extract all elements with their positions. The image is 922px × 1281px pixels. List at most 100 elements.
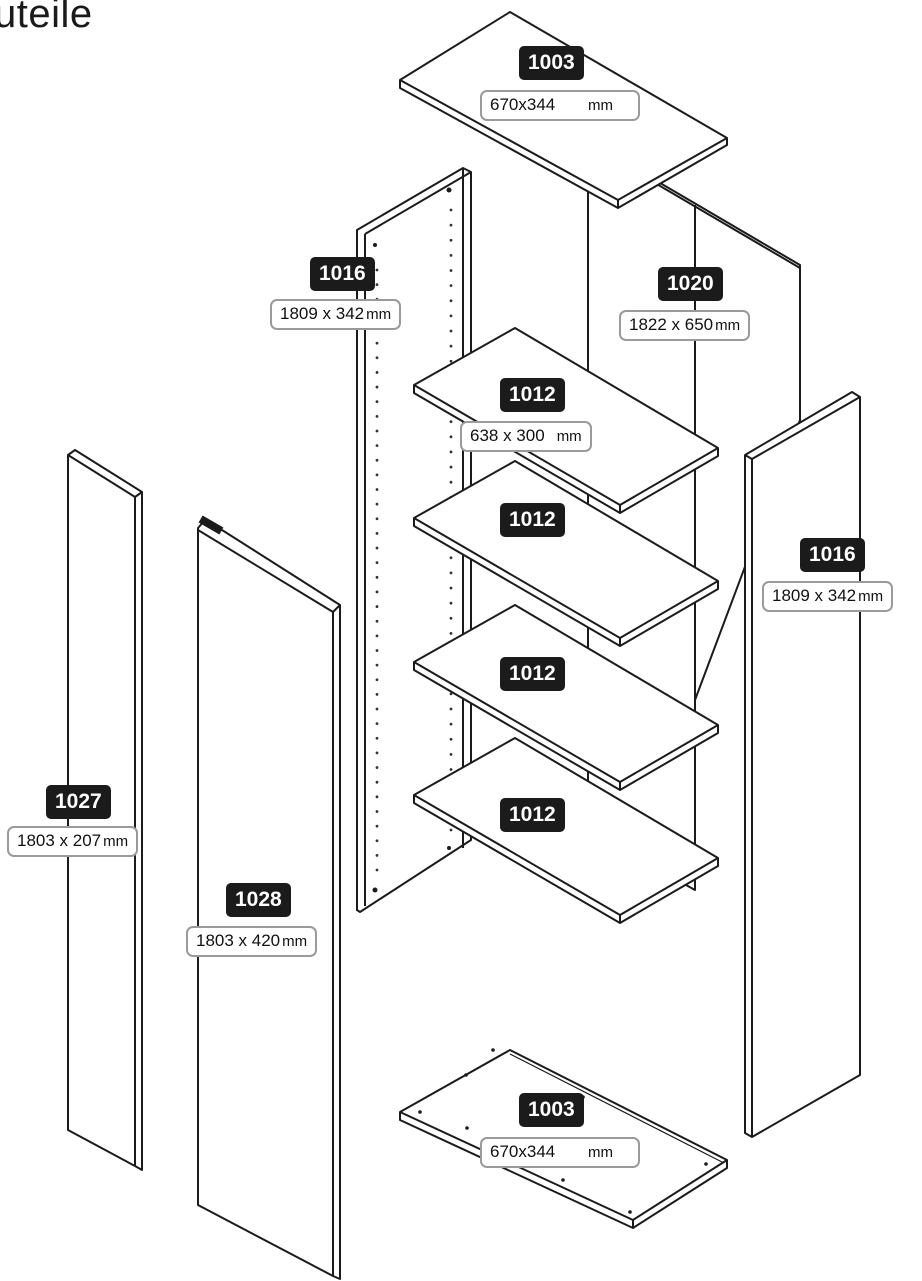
dimension-unit: mm	[858, 588, 884, 605]
pin-hole	[375, 458, 379, 462]
part-code-badge: 1003	[519, 1093, 584, 1127]
pin-hole	[449, 359, 453, 363]
pin-hole	[375, 605, 379, 608]
pin-hole	[375, 414, 379, 418]
pin-hole	[375, 473, 379, 477]
pin-hole	[375, 532, 379, 535]
shelf-2-shape	[413, 460, 719, 647]
pin-hole	[375, 546, 379, 550]
dowel-holes-left-column	[372, 187, 452, 893]
pin-hole	[375, 824, 379, 828]
pin-hole	[449, 722, 453, 726]
pin-hole	[375, 795, 379, 799]
part-code-badge: 1020	[658, 267, 723, 301]
pin-hole	[375, 722, 379, 726]
pin-hole	[375, 268, 379, 272]
pin-hole	[449, 480, 453, 484]
pin-hole	[449, 269, 453, 272]
part-code-badge: 1012	[500, 657, 565, 691]
part-dimension-label: 638 x 300 mm	[460, 421, 592, 452]
dimension-value: 1809 x 342	[280, 304, 365, 323]
pin-hole	[449, 632, 453, 635]
pin-hole	[375, 341, 379, 345]
pin-hole	[449, 752, 453, 756]
pin-hole	[375, 488, 379, 491]
pin-hole	[375, 517, 379, 521]
pin-hole	[449, 284, 453, 288]
pin-hole	[375, 780, 379, 784]
pin-hole	[449, 253, 453, 257]
part-code-badge: 1028	[226, 883, 291, 917]
pin-hole	[375, 575, 379, 579]
pin-hole	[449, 420, 453, 424]
pin-hole	[375, 810, 379, 813]
pin-hole	[449, 692, 453, 696]
part-code-badge: 1012	[500, 378, 565, 412]
pin-hole	[375, 400, 379, 404]
dimension-value: 638 x 300	[470, 426, 545, 445]
pin-hole	[375, 839, 379, 843]
dimension-unit: mm	[103, 833, 129, 850]
pin-hole	[375, 590, 379, 594]
pin-hole	[375, 649, 379, 652]
page-heading: uteile	[0, 0, 93, 36]
shelf-4-shape	[413, 737, 719, 924]
pin-hole	[449, 329, 453, 333]
pin-hole	[375, 663, 379, 667]
dimension-value: 670x344	[490, 1142, 556, 1161]
part-dimension-label: 670x344 mm	[480, 90, 640, 121]
pin-hole	[375, 444, 379, 448]
pin-hole	[375, 429, 379, 433]
dimension-value: 1803 x 420	[196, 931, 281, 950]
dimension-value: 1803 x 207	[17, 831, 102, 850]
pin-hole	[375, 283, 379, 287]
pin-hole	[449, 450, 453, 454]
dimension-unit: mm	[366, 306, 392, 323]
pin-hole	[375, 619, 379, 623]
part-code-badge: 1016	[310, 257, 375, 291]
pin-hole	[375, 766, 379, 769]
pin-hole	[375, 853, 379, 857]
dimension-unit: mm	[282, 933, 308, 950]
pin-hole	[375, 736, 379, 740]
pin-hole	[449, 435, 453, 439]
part-code-badge: 1016	[800, 538, 865, 572]
pin-hole	[449, 299, 453, 303]
pin-hole	[449, 828, 453, 832]
dimension-unit: mm	[587, 1144, 613, 1161]
pin-hole	[375, 385, 379, 389]
pin-hole	[449, 314, 453, 318]
pin-hole	[449, 344, 453, 348]
part-code-badge: 1003	[519, 46, 584, 80]
pin-hole	[375, 707, 379, 711]
part-code-badge: 1027	[46, 785, 111, 819]
part-dimension-label: 670x344 mm	[480, 1137, 640, 1168]
part-code-badge: 1012	[500, 503, 565, 537]
shelf-3-shape	[413, 604, 719, 791]
dimension-value: 1822 x 650	[629, 315, 714, 334]
pin-hole	[375, 692, 379, 696]
pin-hole	[449, 586, 453, 590]
pin-hole	[375, 868, 379, 872]
pin-hole	[449, 465, 453, 469]
dimension-value: 1809 x 342	[772, 586, 857, 605]
dimension-unit: mm	[715, 317, 741, 334]
dimension-unit: mm	[587, 97, 613, 114]
pin-hole	[449, 238, 453, 242]
pin-hole	[449, 601, 453, 605]
pin-hole	[449, 707, 453, 711]
pin-hole	[449, 737, 453, 741]
pin-hole	[449, 223, 453, 227]
pin-hole	[375, 502, 379, 506]
pin-hole	[375, 751, 379, 755]
pin-hole	[375, 356, 379, 360]
pin-hole	[375, 371, 379, 374]
dimension-unit: mm	[556, 428, 582, 445]
